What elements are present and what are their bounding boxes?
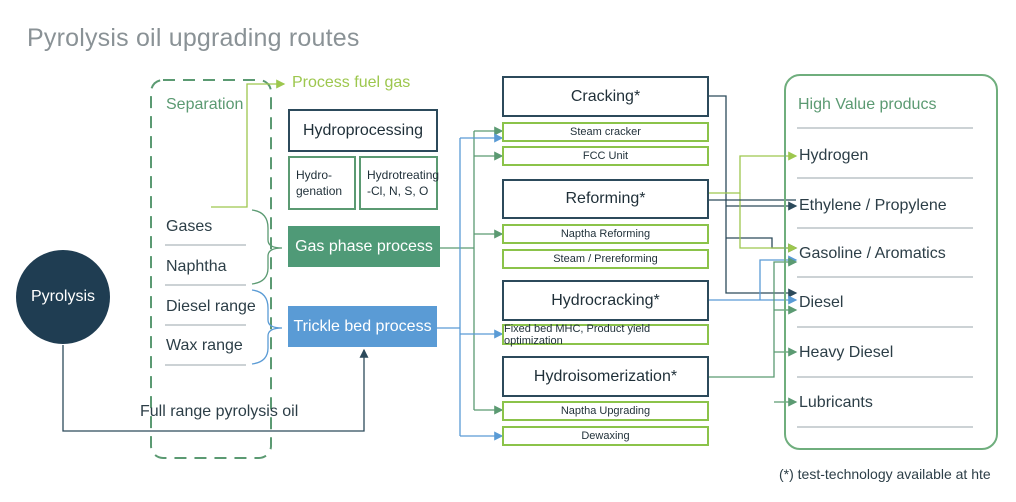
fixed-bed-mhc-box: Fixed bed MHC, Product yield optimizatio…	[502, 323, 709, 347]
naptha-reforming-box: Naptha Reforming	[502, 224, 709, 244]
high-value-products-box	[784, 74, 998, 450]
product-gasoline-aromatics: Gasoline / Aromatics	[799, 245, 946, 262]
footnote: (*) test-technology available at hte	[779, 466, 991, 482]
naptha-upgrading-box: Naptha Upgrading	[502, 401, 709, 421]
hydrogenation-box: Hydro- genation	[288, 156, 356, 210]
fraction-diesel-range: Diesel range	[166, 298, 256, 315]
product-hydrogen: Hydrogen	[799, 147, 869, 164]
product-lubricants: Lubricants	[799, 394, 873, 411]
hydrotreating-line-1: Hydrotreating	[367, 168, 440, 182]
process-fuel-gas-label: Process fuel gas	[292, 74, 411, 91]
trickle-bed-process-box: Trickle bed process	[288, 306, 437, 347]
steam-cracker-box: Steam cracker	[502, 122, 709, 142]
separation-heading: Separation	[166, 96, 244, 113]
pyrolysis-node: Pyrolysis	[16, 250, 110, 344]
reforming-box: Reforming*	[502, 179, 709, 219]
fraction-wax-range: Wax range	[166, 337, 243, 354]
gas-phase-process-box: Gas phase process	[288, 226, 440, 267]
product-diesel: Diesel	[799, 294, 844, 311]
hydroisomerization-box: Hydroisomerization*	[502, 356, 709, 397]
products-heading: High Value producs	[798, 96, 937, 113]
steam-prereforming-box: Steam / Prereforming	[502, 249, 709, 269]
hydrotreating-box: Hydrotreating -Cl, N, S, O	[359, 156, 440, 210]
full-range-label: Full range pyrolysis oil	[140, 403, 299, 420]
fraction-gases: Gases	[166, 218, 213, 235]
fcc-unit-box: FCC Unit	[502, 146, 709, 166]
fraction-naphtha: Naphtha	[166, 258, 227, 275]
hydrogenation-line-1: Hydro-	[296, 168, 333, 182]
dewaxing-box: Dewaxing	[502, 426, 709, 446]
hydrocracking-box: Hydrocracking*	[502, 280, 709, 321]
page-title: Pyrolysis oil upgrading routes	[27, 24, 360, 52]
hydroprocessing-box: Hydroprocessing	[288, 109, 438, 152]
hydrogenation-line-2: genation	[296, 184, 343, 198]
hydrotreating-line-2: -Cl, N, S, O	[367, 184, 429, 198]
product-ethylene-propylene: Ethylene / Propylene	[799, 197, 947, 214]
product-heavy-diesel: Heavy Diesel	[799, 344, 894, 361]
cracking-box: Cracking*	[502, 76, 709, 117]
